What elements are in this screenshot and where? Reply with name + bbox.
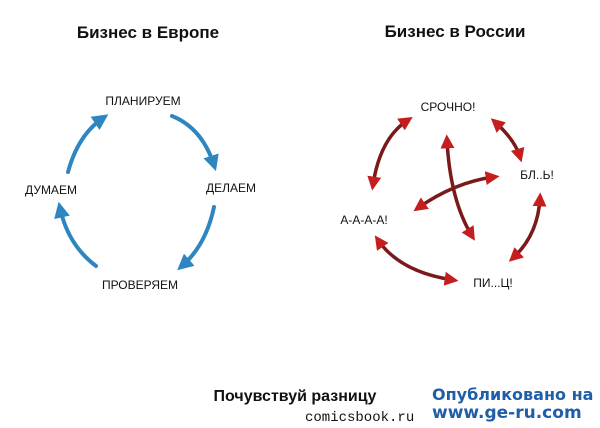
- step-do: ДЕЛАЕМ: [205, 181, 257, 195]
- red-arrow-aaaa-urgent: [367, 116, 413, 191]
- blue-arrow-do-to-check: [177, 205, 216, 271]
- caption: Почувствуй разницу: [213, 388, 377, 405]
- red-arrow-aaaa-pi: [374, 235, 459, 286]
- step-urgent: СРОЧНО!: [420, 100, 476, 114]
- step-aaaa: А-А-А-А!: [340, 213, 388, 227]
- red-arrow-center-horizontal: [413, 171, 500, 212]
- step-think: ДУМАЕМ: [25, 183, 77, 197]
- watermark-line1: Опубликовано на: [432, 385, 594, 404]
- watermark-overlay: comicsbook.ru: [305, 410, 415, 426]
- russia-title: Бизнес в России: [384, 22, 526, 41]
- blue-arrow-think-to-plan: [66, 114, 109, 174]
- step-pi: ПИ...Ц!: [473, 276, 513, 290]
- step-check: ПРОВЕРЯЕМ: [101, 278, 179, 292]
- blue-arrow-check-to-think: [54, 201, 98, 268]
- red-arrow-bl-pi: [508, 192, 547, 262]
- red-arrow-urgent-bl: [490, 118, 525, 163]
- blue-arrow-plan-to-do: [170, 114, 219, 172]
- step-bl: БЛ..Ь!: [520, 168, 554, 182]
- step-plan: ПЛАНИРУЕМ: [105, 94, 181, 108]
- watermark-line2: www.ge-ru.com: [432, 403, 582, 423]
- europe-title: Бизнес в Европе: [76, 23, 220, 42]
